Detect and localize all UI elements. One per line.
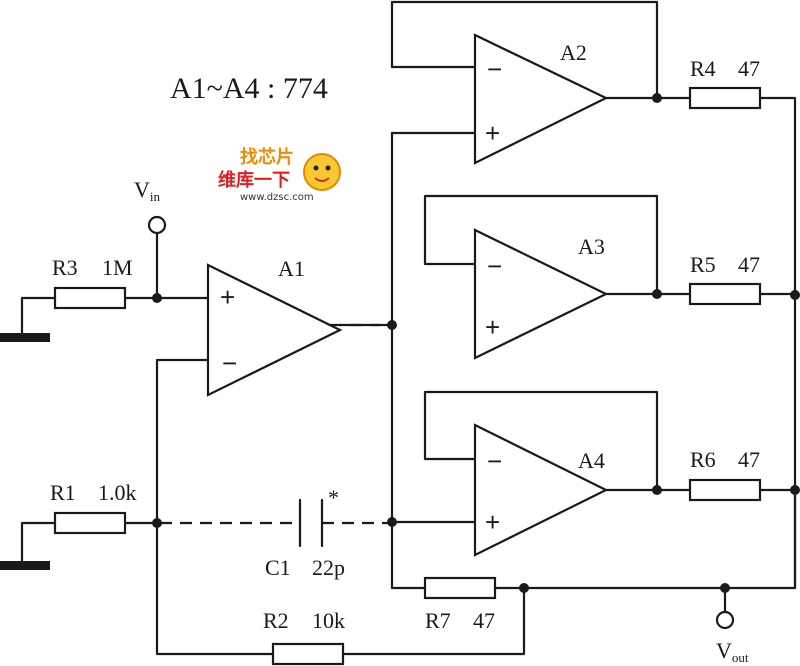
op-amps xyxy=(206,33,609,557)
a1-plus-sign: + xyxy=(220,282,235,312)
terminal-vout xyxy=(715,610,735,630)
r1-name: R1 xyxy=(50,480,76,505)
r4-name: R4 xyxy=(690,56,716,81)
junction-r1-r2 xyxy=(152,518,162,528)
wire-a3-feedback xyxy=(423,194,659,296)
vout-label: Vout xyxy=(716,638,749,665)
a2-plus-sign: + xyxy=(485,118,500,148)
junction-a4-out xyxy=(652,485,662,495)
op-amp-a4 xyxy=(473,423,609,557)
a4-plus-sign: + xyxy=(485,507,500,537)
watermark-url: www.dzsc.com xyxy=(240,192,314,203)
resistor-r6 xyxy=(688,478,762,502)
r3-value: 1M xyxy=(102,255,133,280)
c1-asterisk: * xyxy=(328,485,339,510)
ground-bar-r1 xyxy=(0,561,50,570)
watermark-line1: 找芯片 xyxy=(240,146,294,168)
terminal-vin xyxy=(147,215,167,235)
a3-plus-sign: + xyxy=(485,312,500,342)
junctions xyxy=(152,93,800,593)
r3-name: R3 xyxy=(52,255,78,280)
wire-a4-out xyxy=(604,488,797,590)
wire-input-bus xyxy=(390,131,427,590)
junction-a2-out xyxy=(652,93,662,103)
mascot-icon xyxy=(303,153,341,191)
r2-name: R2 xyxy=(263,608,289,633)
capacitor-plates xyxy=(298,498,324,548)
op-amp-a3-label: A3 xyxy=(578,234,605,259)
op-amp-a4-label: A4 xyxy=(578,448,605,473)
resistors xyxy=(53,86,762,666)
r7-name: R7 xyxy=(425,608,451,633)
resistor-r2 xyxy=(271,642,345,666)
r4-value: 47 xyxy=(738,56,760,81)
op-amp-a2 xyxy=(473,33,609,165)
wire-r1-ground xyxy=(0,521,57,568)
r5-value: 47 xyxy=(738,252,760,277)
resistor-r3 xyxy=(53,286,127,310)
terminals xyxy=(147,215,735,630)
junction-r6-bus xyxy=(790,485,800,495)
a4-minus-sign: − xyxy=(487,446,502,476)
wire-output-bus xyxy=(493,293,797,590)
a3-minus-sign: − xyxy=(487,251,502,281)
watermark-line2: 维库一下 xyxy=(218,169,290,191)
op-amp-a3 xyxy=(473,228,609,360)
wire-a1-minus xyxy=(155,358,210,525)
wire-a2-out xyxy=(604,96,797,297)
op-amp-a1-label: A1 xyxy=(278,256,305,281)
a1-minus-sign: − xyxy=(222,348,237,378)
junction-a4-plus xyxy=(387,517,397,527)
wire-a2-feedback xyxy=(390,0,659,100)
junction-vin xyxy=(152,293,162,303)
r2-value: 10k xyxy=(312,608,345,633)
junction-a3-out xyxy=(652,289,662,299)
r6-name: R6 xyxy=(690,447,716,472)
wire-a4-feedback xyxy=(423,390,659,492)
junction-vout xyxy=(720,583,730,593)
op-amp-a2-label: A2 xyxy=(560,40,587,65)
r7-value: 47 xyxy=(473,608,495,633)
wire-r3-ground xyxy=(0,296,57,340)
capacitor-c1 xyxy=(298,498,324,548)
resistor-r7 xyxy=(423,576,497,600)
resistor-r5 xyxy=(688,282,762,306)
junction-r2-r7 xyxy=(519,583,529,593)
heading-label: A1~A4 : 774 xyxy=(170,72,328,105)
c1-name: C1 xyxy=(265,555,291,580)
a2-minus-sign: − xyxy=(487,54,502,84)
labels: A1~A4 : 774 A1 A2 A3 A4 + − − + − + − + … xyxy=(50,40,760,665)
watermark-logo: 找芯片 维库一下 www.dzsc.com xyxy=(218,146,341,203)
vin-label: Vin xyxy=(134,177,161,204)
c1-value: 22p xyxy=(312,555,345,580)
resistor-r4 xyxy=(688,86,762,110)
wire-r2-left xyxy=(155,521,275,656)
junction-a1-out xyxy=(387,320,397,330)
r6-value: 47 xyxy=(738,447,760,472)
resistor-r1 xyxy=(53,511,127,535)
r1-value: 1.0k xyxy=(98,480,137,505)
ground-bar-r3 xyxy=(0,333,50,342)
op-amp-a1 xyxy=(206,263,343,397)
ground-symbols xyxy=(0,333,50,570)
junction-r5-bus xyxy=(790,290,800,300)
r5-name: R5 xyxy=(690,252,716,277)
wire-r2-right xyxy=(341,586,526,656)
